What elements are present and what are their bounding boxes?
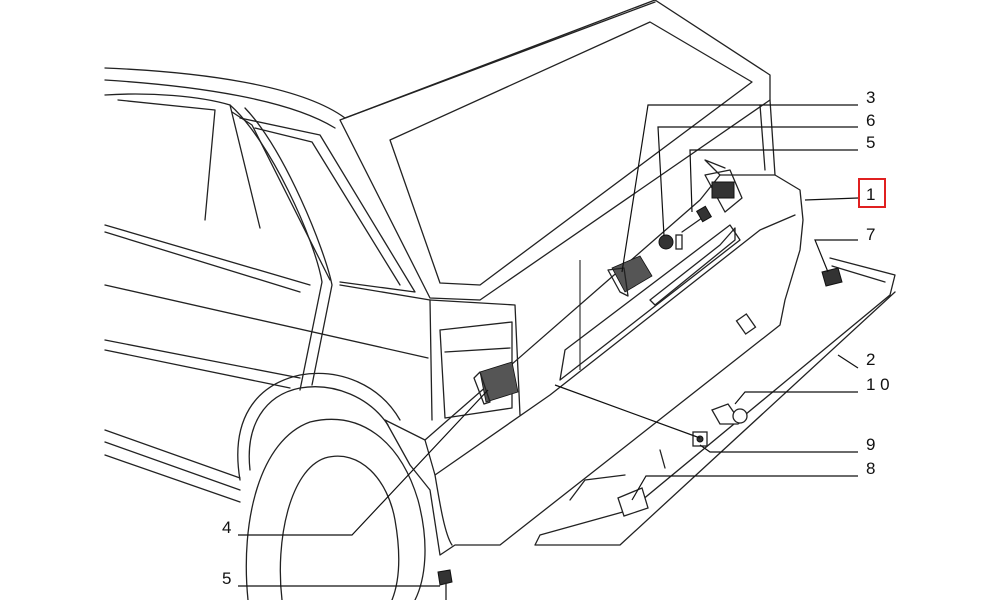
- bumper-strip: [534, 257, 896, 546]
- grille-3: [607, 255, 653, 297]
- bracket-8: [617, 487, 649, 517]
- callout-3: 3: [866, 88, 875, 107]
- callout-5-upper: 5: [866, 133, 875, 152]
- car-body: [104, 0, 776, 601]
- rear-bumper: [384, 159, 804, 556]
- callout-9: 9: [866, 435, 875, 454]
- callout-6: 6: [866, 111, 875, 130]
- screw-5-upper: [681, 205, 713, 233]
- callout-1: 1: [866, 185, 875, 204]
- grille-4: [473, 361, 519, 405]
- fastener-10: [711, 403, 748, 425]
- callout-1-highlight-box: [858, 178, 886, 208]
- screw-5-lower: [437, 569, 453, 601]
- callout-10: 1 0: [866, 375, 890, 394]
- callout-8: 8: [866, 459, 875, 478]
- callout-labels: 3 6 5 1 7 2 1 0 9 8 4 5: [222, 88, 890, 588]
- callout-5-lower: 5: [222, 569, 231, 588]
- clip-9: [692, 431, 708, 447]
- clip-7: [821, 267, 843, 287]
- leader-lines: [238, 104, 859, 587]
- callout-2: 2: [866, 350, 875, 369]
- callout-7: 7: [866, 225, 875, 244]
- grommet-6: [658, 234, 683, 250]
- callout-4: 4: [222, 518, 231, 537]
